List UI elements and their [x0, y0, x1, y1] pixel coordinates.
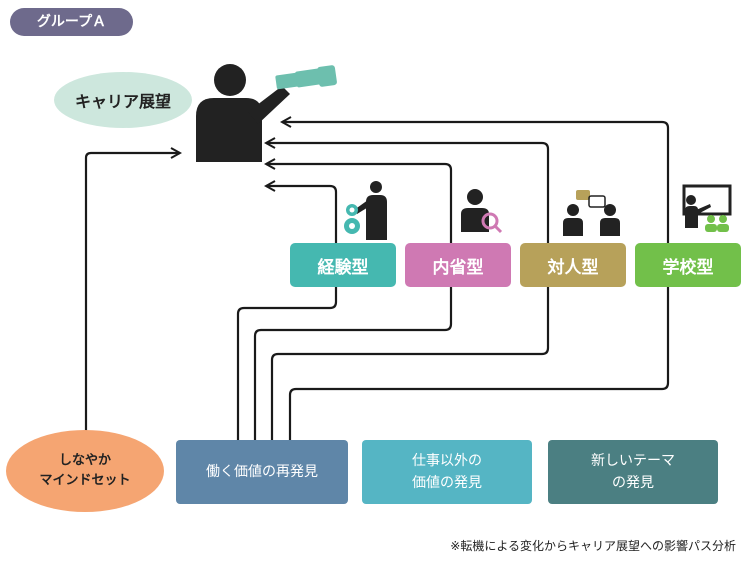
path-box-to-type3: [270, 287, 550, 440]
path-box-to-type4: [288, 287, 670, 440]
caption: ※転機による変化からキャリア展望への影響パス分析: [450, 539, 736, 553]
career-vision-label: キャリア展望: [74, 92, 171, 111]
path-type4: [282, 122, 670, 243]
mindset-ellipse: しなやか マインドセット: [6, 430, 164, 512]
type-box-experience: 経験型: [290, 243, 396, 287]
gear-person-icon: [344, 181, 387, 240]
conversation-icon: [563, 190, 620, 236]
path-type1: [266, 186, 338, 243]
group-badge: グループＡ: [10, 8, 133, 36]
path-box-to-type2: [253, 287, 453, 440]
box-new-theme: 新しいテーマ の発見: [548, 440, 718, 504]
path-box-to-type1: [236, 287, 338, 440]
path-mindset-to-career: [84, 153, 180, 432]
telescope-person-icon: [196, 64, 337, 162]
box-work-value: 働く価値の再発見: [176, 440, 348, 504]
connector-lines: [84, 122, 670, 440]
teacher-board-icon: [682, 184, 732, 232]
type-box-school: 学校型: [635, 243, 741, 287]
magnifier-person-icon: [461, 189, 503, 234]
box-non-work-value: 仕事以外の 価値の発見: [362, 440, 532, 504]
type-box-interpersonal: 対人型: [520, 243, 626, 287]
path-type3: [266, 143, 550, 243]
type-box-reflection: 内省型: [405, 243, 511, 287]
mindset-label: しなやか マインドセット: [39, 453, 131, 488]
career-vision-ellipse: キャリア展望: [54, 72, 192, 128]
path-type2: [266, 164, 453, 243]
